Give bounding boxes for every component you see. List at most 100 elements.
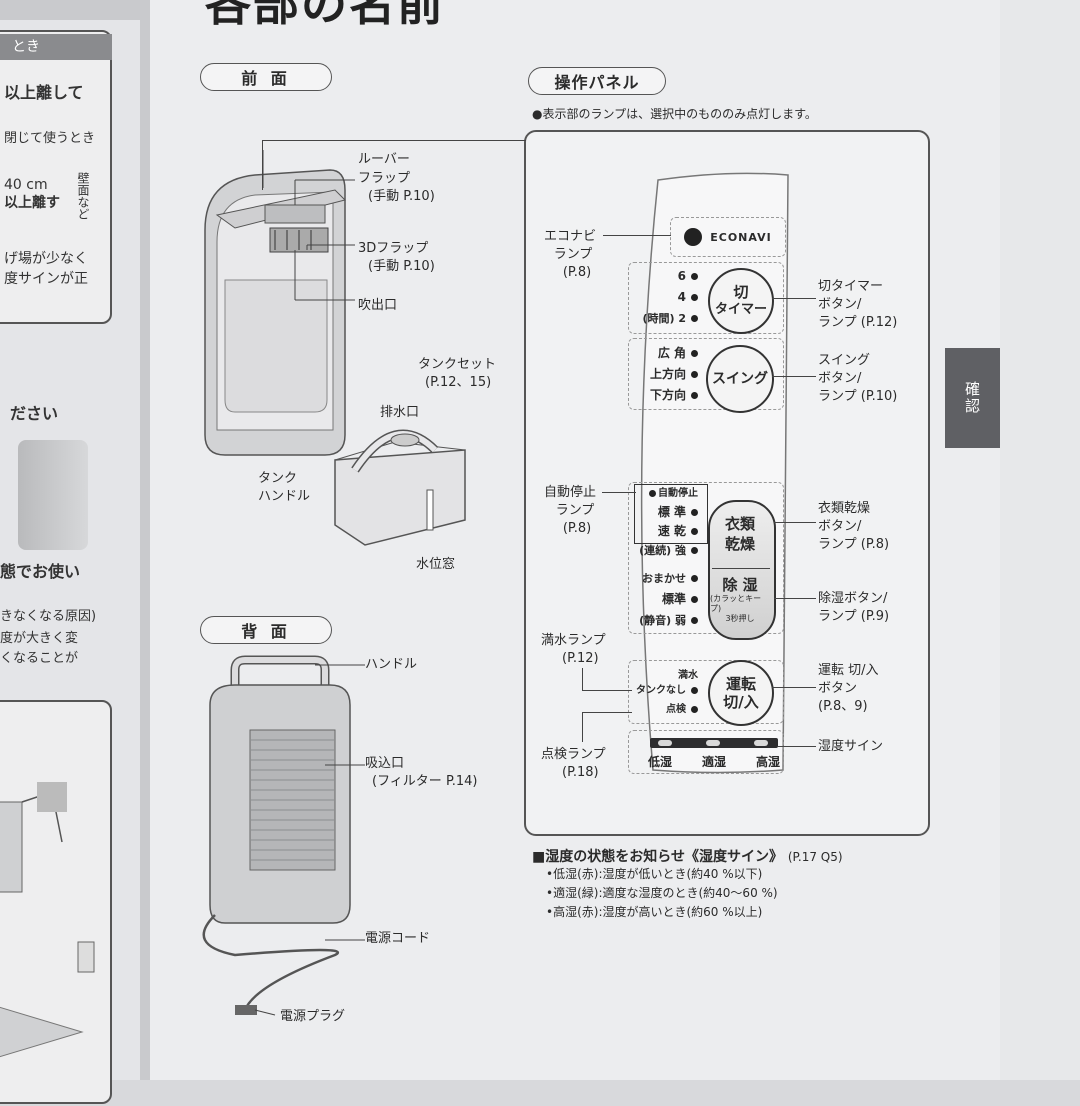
timer-lamp-2: (時間) 2 [634,308,698,329]
label-3d-flap-ref: (手動 P.10) [368,259,435,274]
left-illustration-box [0,700,112,1104]
left-text-5: ださい [10,404,59,423]
power-label-1: 運転 切/入 [818,663,879,678]
humidity-levels: 低湿 適湿 高湿 [648,755,780,769]
full-label-2: (P.12) [562,651,599,666]
autostop-label-2: ランプ [555,503,595,518]
left-text-3: げ場が少なく [4,251,88,267]
humidity-sign-label: 湿度サイン [818,739,884,754]
swing-button[interactable]: スイング [706,345,774,413]
label-handle: ハンドル [365,657,418,672]
left-device-image [18,440,88,550]
humidity-lamp-ok [706,740,720,746]
left-text-2: 閉じて使うとき [4,131,96,146]
humidity-lamp-low [658,740,672,746]
dehum-lamp-standard: 標準 [626,589,698,610]
econavi-label-3: (P.8) [562,265,592,280]
dry-label-2: ボタン/ [818,519,862,534]
swing-lamp-up: 上方向 [634,364,698,385]
label-intake: 吸込口 [365,756,405,771]
humidity-info-ok: •適湿(緑):適度な湿度のとき(約40〜60 %) [546,886,778,900]
check-label-1: 点検ランプ [541,747,606,762]
humidity-info-low: •低湿(赤):湿度が低いとき(約40 %以下) [546,867,763,881]
dry-lamp-quick: 速 乾 [634,522,698,541]
right-page-edge [1000,0,1080,1080]
label-outlet: 吹出口 [358,298,398,313]
dry-label-1: 衣類乾燥 [818,501,871,516]
power-label-3: (P.8、9) [818,699,868,714]
left-text-4: 度サインが正 [4,271,88,287]
swing-lamp-wide: 広 角 [634,343,698,364]
dry-lamp-strong: (連続) 強 [634,541,698,560]
label-louver: ルーバー [358,152,410,167]
label-3d-flap: 3Dフラップ [358,241,429,256]
autostop-label-3: (P.8) [562,521,592,536]
swing-label-3: ランプ (P.10) [818,389,898,404]
dry-lamp-standard: 標 準 [634,503,698,522]
left-text-8: 度が大きく変 [0,631,79,646]
humidity-sign-group [628,730,784,774]
dry-label-3: ランプ (P.8) [818,537,890,552]
front-heading: 前 面 [200,63,332,91]
humidity-sign-bar [650,738,778,748]
power-label-2: ボタン [818,681,858,696]
humidity-info-high: •高湿(赤):湿度が高いとき(約60 %以上) [546,905,763,919]
panel-heading: 操作パネル [528,67,666,95]
swing-label-1: スイング [818,353,871,368]
left-illustration [0,782,95,1058]
power-group [628,660,784,724]
dehum-label-1: 除湿ボタン/ [818,591,888,606]
dry-dehum-capsule [708,500,776,640]
full-label-1: 満水ランプ [541,633,606,648]
label-flap: フラップ [358,171,411,186]
full-lamp: 満水 タンクなし 点検 [636,670,698,715]
auto-stop-box [634,484,708,544]
left-info-box: とき 以上離して 閉じて使うとき 40 cm 以上離す 壁面など げ場が少なく … [0,30,112,324]
label-tank-handle-1: タンク [258,471,298,486]
label-water-window: 水位窓 [416,557,456,572]
econavi-label-1: エコナビ [543,229,596,244]
label-intake-ref: (フィルター P.14) [372,774,478,789]
dehum-lamp-weak: (静音) 弱 [626,610,698,631]
dehumidify-button[interactable]: 除 湿 (カラッとキープ) 3秒押し [710,576,762,623]
timer-label-3: ランプ (P.12) [818,315,898,330]
left-text-9: くなることが [0,651,79,666]
econavi-text: ECONAVI [710,230,772,244]
label-tank-set: タンクセット [418,357,497,372]
swing-group [628,338,784,410]
econavi-label-2: ランプ [553,247,593,262]
back-heading: 背 面 [200,616,332,644]
label-plug: 電源プラグ [280,1009,346,1024]
label-cord: 電源コード [365,931,431,946]
econavi-lamp-group: ECONAVI [670,217,786,257]
timer-lamp-4: 4 [634,287,698,308]
left-text-7: きなくなる原因) [0,609,97,624]
label-flap-ref: (手動 P.10) [368,189,435,204]
front-illustration [204,150,466,546]
dehum-label-2: ランプ (P.9) [818,609,890,624]
left-dist-2: 以上離す [4,195,60,211]
off-timer-button[interactable]: 切タイマー [708,268,774,334]
label-drain: 排水口 [380,405,420,420]
panel-note: ●表示部のランプは、選択中のもののみ点灯します。 [532,107,817,121]
swing-lamp-down: 下方向 [634,385,698,406]
back-illustration [202,655,365,1016]
econavi-lamp [684,228,703,246]
timer-label-2: ボタン/ [818,297,862,312]
dehum-lamps: おまかせ 標準 (静音) 弱 [626,568,698,631]
left-text-6: 態でお使い [0,562,81,581]
swing-lamps: 広 角 上方向 下方向 [634,343,698,406]
power-button[interactable]: 運転切/入 [708,660,774,726]
left-wall: 壁面など [76,172,90,220]
left-box-tab: とき [0,34,112,60]
label-tank-handle-2: ハンドル [258,489,311,504]
check-label-2: (P.18) [562,765,599,780]
left-text-1: 以上離して [4,83,84,102]
dehum-lamp-auto: おまかせ [626,568,698,589]
humidity-info-heading: ■湿度の状態をお知らせ《湿度サイン》 (P.17 Q5) [532,849,843,865]
dry-lamps: 自動停止 標 準 速 乾 (連続) 強 [634,484,698,560]
timer-label-1: 切タイマー [818,279,884,294]
auto-stop-lamp: 自動停止 [634,484,698,503]
clothes-dry-button[interactable]: 衣類乾燥 [724,515,755,553]
side-tab[interactable]: 確認 [945,348,1000,448]
